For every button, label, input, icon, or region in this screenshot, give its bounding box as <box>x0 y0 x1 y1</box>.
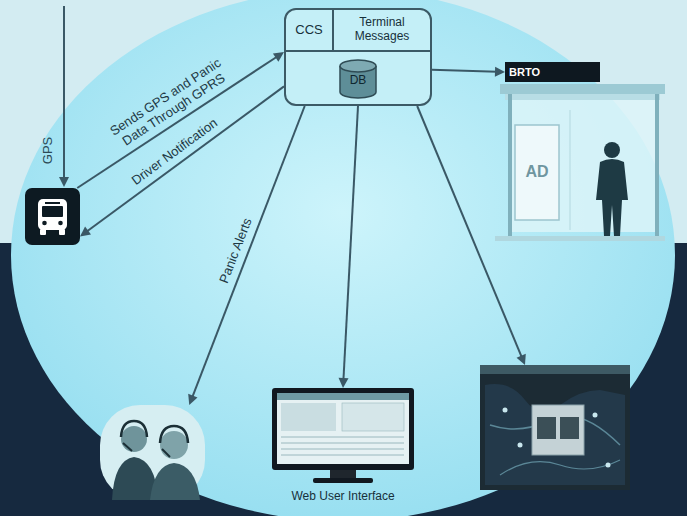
connector <box>188 106 305 405</box>
bus-wheel <box>59 229 65 235</box>
screen-panel <box>281 403 336 431</box>
connector <box>77 52 284 188</box>
database: DB <box>336 58 380 100</box>
gps-line <box>63 6 65 178</box>
call-center <box>100 405 205 500</box>
map-popup <box>532 405 584 455</box>
person-body <box>596 159 628 236</box>
map-dot <box>503 408 508 413</box>
screen-table <box>342 403 404 431</box>
arrowhead <box>273 52 284 62</box>
ad-text: AD <box>526 163 549 181</box>
agent-head <box>160 431 188 459</box>
connector <box>432 67 505 77</box>
monitor-neck <box>330 470 356 478</box>
monitor-frame <box>272 388 414 470</box>
web-monitor: Web User Interface <box>268 388 418 510</box>
bus-wheel <box>40 229 46 235</box>
arrowhead <box>80 226 91 236</box>
person-head <box>604 142 620 158</box>
screen-row <box>281 443 404 444</box>
map-land <box>485 384 625 485</box>
shelter-floor <box>495 236 665 241</box>
monitor-caption: Web User Interface <box>268 488 418 506</box>
signal-label: GPS <box>41 136 56 163</box>
cyan-ellipse <box>11 0 675 516</box>
shelter-glass <box>512 100 655 232</box>
connector-line <box>343 106 358 380</box>
popup-image <box>537 417 556 439</box>
headset-mic <box>123 443 132 451</box>
map-screen-drawing <box>480 365 630 490</box>
screen-row <box>281 437 404 438</box>
bus-light <box>58 221 63 226</box>
map-header <box>480 365 630 374</box>
bus-light <box>42 221 47 226</box>
icon-ground <box>25 188 80 245</box>
connector-line <box>77 56 277 188</box>
server-label: CCS <box>286 10 332 52</box>
arrowhead <box>495 67 505 77</box>
photo-ground <box>100 405 205 500</box>
connector-line <box>192 106 305 398</box>
ad-panel <box>515 125 559 220</box>
server-box: CCSTerminal MessagesDB <box>284 8 432 106</box>
map-road <box>500 460 620 475</box>
connector-line <box>432 70 497 72</box>
shelter-post <box>655 94 659 238</box>
shelter-roof-edge <box>505 94 660 100</box>
shelter-roof <box>500 84 665 94</box>
call-center-drawing <box>100 405 205 500</box>
connector-line <box>417 106 522 358</box>
map-dot <box>606 463 611 468</box>
arrowhead <box>339 378 349 388</box>
headset <box>121 421 147 437</box>
bus-shelter <box>495 84 665 241</box>
arrowhead <box>188 394 197 405</box>
glass-line <box>570 110 571 230</box>
arrowhead <box>517 354 526 365</box>
bus-icon-drawing <box>25 188 80 245</box>
map-dot <box>593 413 598 418</box>
headset <box>160 426 188 443</box>
shelter-post <box>508 94 512 238</box>
bus-window <box>42 206 63 217</box>
agent-body <box>150 463 200 500</box>
monitor-screen <box>277 393 409 464</box>
cylinder-top <box>340 60 376 72</box>
popup-image <box>560 417 579 439</box>
display-text: BRTO <box>505 62 600 82</box>
screen-row <box>281 449 404 450</box>
database-label: DB <box>336 73 380 89</box>
bus-sign <box>45 202 60 204</box>
map-frame <box>480 365 630 490</box>
screen-row <box>281 455 404 456</box>
gps-arrowhead <box>59 177 69 187</box>
map-screen <box>480 365 630 490</box>
connector <box>339 106 358 388</box>
agent-head <box>121 426 147 452</box>
messages-label: Terminal Messages <box>332 10 430 52</box>
monitor-base <box>313 478 373 483</box>
map-dot <box>518 443 523 448</box>
stop-display: BRTO <box>505 62 600 82</box>
bus-body <box>38 199 67 230</box>
screen-header <box>277 393 409 400</box>
headset-mic <box>162 449 170 457</box>
bus-icon <box>25 188 80 245</box>
connector <box>417 106 526 365</box>
